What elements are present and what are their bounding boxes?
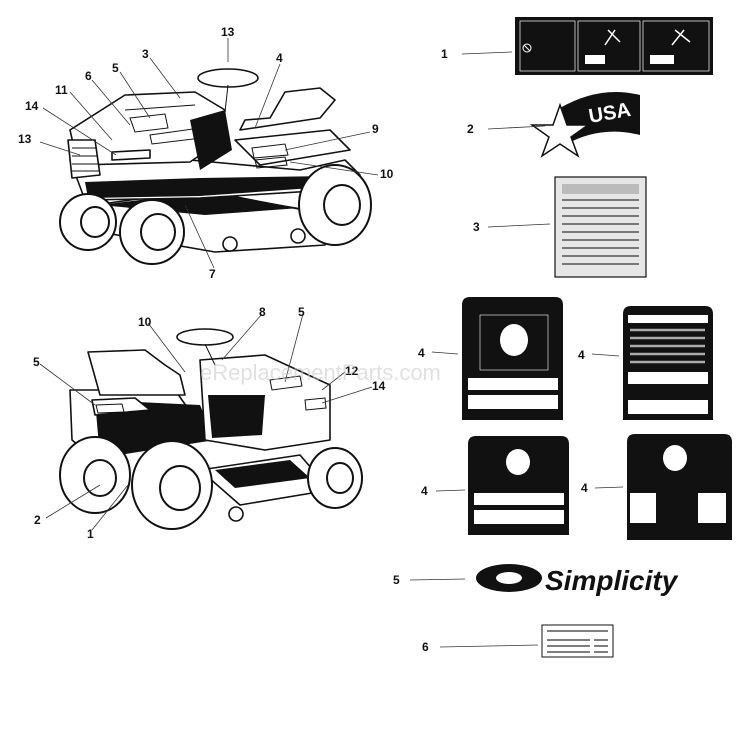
callout: 4 bbox=[421, 484, 428, 498]
callout: 14 bbox=[372, 379, 386, 393]
callout: 13 bbox=[221, 25, 235, 39]
decal-1-safety-warning bbox=[515, 17, 713, 75]
callout: 2 bbox=[34, 513, 41, 527]
tractor-front-view bbox=[59, 68, 372, 265]
decal-4-safety-b bbox=[623, 306, 713, 420]
callout: 4 bbox=[276, 51, 283, 65]
callout: 4 bbox=[578, 348, 585, 362]
callout: 6 bbox=[422, 640, 429, 654]
watermark-text: eReplacementParts.com bbox=[200, 360, 441, 385]
callout: 2 bbox=[467, 122, 474, 136]
callout: 6 bbox=[85, 69, 92, 83]
callout: 4 bbox=[418, 346, 425, 360]
callout: 10 bbox=[138, 315, 152, 329]
decal-3-info-plate bbox=[554, 176, 647, 278]
callout-numbers: 13 3 4 5 6 11 14 13 9 10 7 10 8 5 5 12 1… bbox=[18, 25, 588, 654]
callout: 5 bbox=[393, 573, 400, 587]
callout: 10 bbox=[380, 167, 394, 181]
decal-4-safety-c bbox=[468, 436, 569, 535]
callout: 12 bbox=[345, 364, 359, 378]
callout: 5 bbox=[33, 355, 40, 369]
callout: 9 bbox=[372, 122, 379, 136]
leader-lines bbox=[39, 38, 624, 648]
decal-2-usa-star: USA bbox=[529, 91, 640, 158]
callout: 11 bbox=[55, 83, 68, 97]
callout: 4 bbox=[581, 481, 588, 495]
decal-5-simplicity-logo: Simplicity bbox=[476, 564, 679, 596]
decal-4-safety-a bbox=[462, 297, 563, 420]
callout: 1 bbox=[441, 47, 448, 61]
callout: 3 bbox=[473, 220, 480, 234]
decal-6-serial-plate bbox=[541, 624, 614, 658]
callout: 5 bbox=[298, 305, 305, 319]
callout: 5 bbox=[112, 61, 119, 75]
callout: 7 bbox=[209, 267, 216, 281]
decal-4-safety-d bbox=[627, 434, 732, 540]
tractor-rear-view bbox=[59, 328, 363, 530]
callout: 8 bbox=[259, 305, 266, 319]
simplicity-text: Simplicity bbox=[545, 565, 679, 596]
callout: 13 bbox=[18, 132, 32, 146]
callout: 1 bbox=[87, 527, 94, 541]
callout: 3 bbox=[142, 47, 149, 61]
callout: 14 bbox=[25, 99, 39, 113]
